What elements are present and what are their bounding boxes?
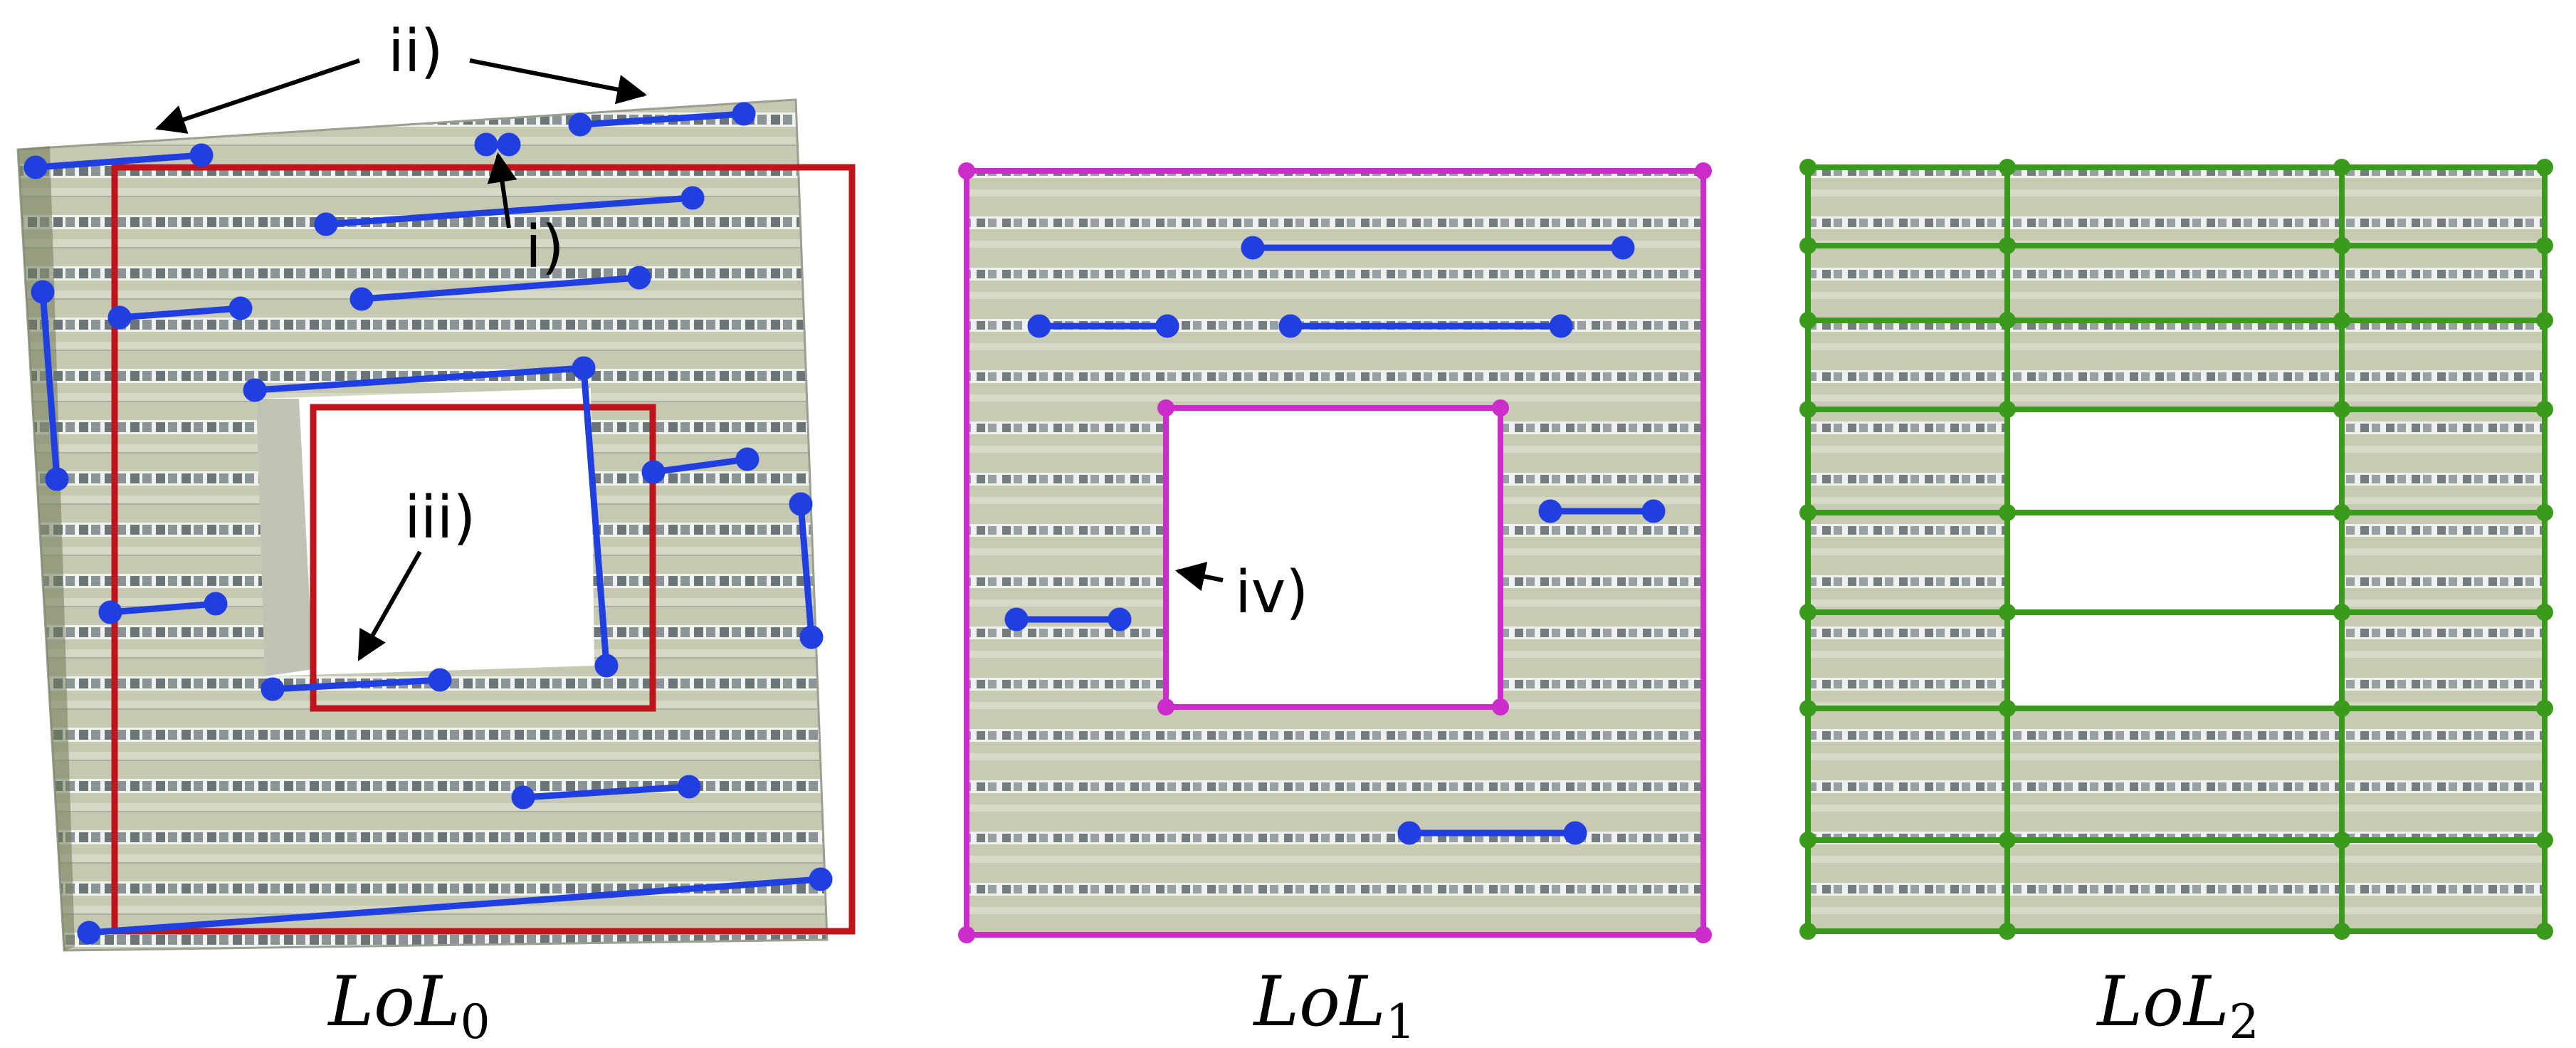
vertex	[958, 926, 975, 943]
grid-vertex	[2536, 312, 2553, 329]
vertex	[1492, 698, 1509, 716]
grid-vertex	[2333, 923, 2350, 940]
line-segment	[511, 775, 701, 809]
grid-vertex	[2333, 401, 2350, 418]
line-segment	[568, 102, 756, 137]
grid-vertex	[1799, 504, 1817, 521]
line-segment	[641, 447, 759, 484]
lol0-annotation-arrows	[155, 58, 648, 661]
line-segment	[1538, 499, 1666, 523]
vertex	[1695, 926, 1712, 943]
vertex	[1157, 399, 1174, 416]
grid-vertex	[1999, 159, 2016, 176]
grid-vertex	[2536, 401, 2553, 418]
grid-vertex	[2333, 604, 2350, 621]
line-segment	[349, 266, 651, 311]
grid-vertex	[2536, 237, 2553, 254]
grid-vertex	[1799, 700, 1817, 717]
grid-vertex	[1799, 312, 1817, 329]
panel-lol1: iv) LoL1	[958, 162, 1712, 1048]
grid-vertex	[1799, 604, 1817, 621]
grid-vertex	[1999, 504, 2016, 521]
lol0-line-segments	[23, 102, 833, 945]
line-segment	[314, 186, 705, 236]
courtyard-hole	[256, 388, 594, 676]
annotation-ii: ii)	[388, 18, 443, 85]
line-segment	[31, 280, 69, 491]
grid-vertex	[2333, 700, 2350, 717]
arrow-ii-right	[469, 58, 648, 105]
lol1-opening-outline	[1163, 405, 1503, 710]
line-segment	[98, 592, 228, 624]
lol2-grid	[1805, 164, 2548, 934]
arrow-iii	[357, 550, 422, 661]
line-segment	[1397, 821, 1587, 845]
lol1-line-segments	[1004, 236, 1666, 845]
caption-lol0: LoL0	[327, 962, 490, 1048]
grid-vertex	[2536, 159, 2553, 176]
arrow-ii-left	[155, 58, 360, 134]
grid-vertex	[1999, 237, 2016, 254]
grid-vertex	[1799, 159, 1817, 176]
line-segment	[261, 668, 452, 701]
line-segment	[23, 143, 214, 179]
annotation-iii: iii)	[404, 484, 475, 552]
grid-vertex	[2333, 312, 2350, 329]
line-segment	[1241, 236, 1635, 260]
line-segment	[580, 367, 619, 678]
line-segment	[789, 492, 824, 649]
grid-vertex	[2333, 159, 2350, 176]
grid-vertex	[2333, 832, 2350, 849]
lol0-inner-outline	[310, 404, 656, 712]
grid-vertex	[2536, 923, 2553, 940]
line-segment	[107, 296, 253, 330]
opening-lol1	[1166, 408, 1500, 707]
annotation-iv: iv)	[1235, 559, 1308, 627]
vertex	[1157, 698, 1174, 716]
lol1-corner-vertices	[958, 162, 1712, 943]
grid-vertex	[2536, 700, 2553, 717]
grid-vertex	[1799, 237, 1817, 254]
grid-vertex	[2536, 504, 2553, 521]
line-segment	[1027, 314, 1179, 338]
arrow-iv	[1174, 562, 1224, 592]
grid-vertex	[2333, 504, 2350, 521]
panel-lol2: LoL2	[1799, 159, 2553, 1048]
courtyard-wall-shading	[256, 399, 313, 676]
grid-vertex	[1999, 832, 2016, 849]
caption-lol1: LoL1	[1252, 962, 1415, 1048]
grid-vertex	[2333, 237, 2350, 254]
vertex	[1492, 399, 1509, 416]
grid-vertex	[1799, 832, 1817, 849]
grid-vertex	[1999, 401, 2016, 418]
panel-lol0: ii) i) iii) LoL0	[16, 18, 856, 1048]
grid-outline	[1805, 164, 2548, 934]
photo-left-edge-shadow	[18, 146, 75, 950]
grid-vertex	[1999, 923, 2016, 940]
line-segment	[1278, 314, 1573, 338]
line-segment	[243, 356, 596, 402]
annotation-i: i)	[525, 214, 564, 281]
lol2-grid-vertices	[1799, 159, 2553, 940]
grid-vertex	[2536, 604, 2553, 621]
lol0-outer-outline	[111, 164, 856, 935]
arrow-i	[487, 152, 517, 229]
opening-lol2	[2007, 409, 2342, 708]
grid-vertex	[1799, 923, 1817, 940]
grid-vertex	[1999, 604, 2016, 621]
vertex	[1695, 162, 1712, 179]
grid-vertex	[1799, 401, 1817, 418]
caption-lol2: LoL2	[2096, 962, 2259, 1048]
lol1-outer-outline	[964, 168, 1706, 938]
vertex	[958, 162, 975, 179]
line-segment	[1004, 607, 1132, 632]
grid-vertex	[1999, 312, 2016, 329]
line-segment	[77, 867, 833, 945]
grid-vertex	[1999, 700, 2016, 717]
grid-vertex	[2536, 832, 2553, 849]
